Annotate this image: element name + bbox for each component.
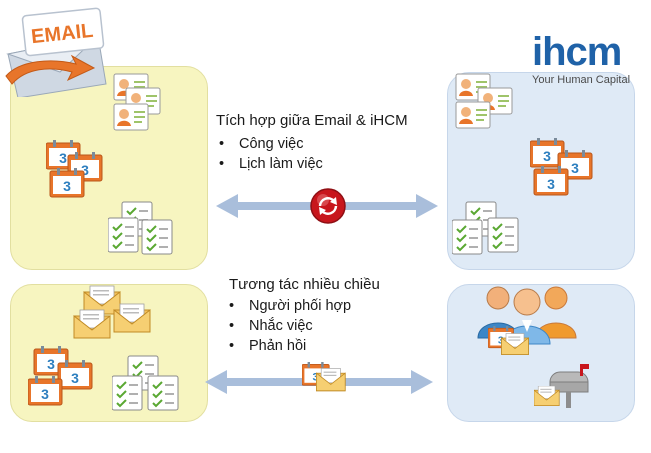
- checklist-stack-icon: [452, 201, 519, 255]
- list-item: Phản hồi: [229, 338, 351, 354]
- sync-section-list: Công việc Lịch làm việc: [219, 136, 323, 176]
- mailbox-icon: [549, 364, 589, 408]
- ihcm-logo-tagline: Your Human Capital: [532, 74, 631, 86]
- contact-cards-icon: [455, 73, 513, 129]
- email-logo: EMAIL: [5, 7, 107, 97]
- calendar-stack-icon: [28, 346, 93, 406]
- calendar-envelope-icon: [302, 362, 346, 392]
- contact-cards-icon: [113, 73, 161, 131]
- interaction-section-list: Người phối hợp Nhắc việc Phản hồi: [229, 298, 351, 358]
- list-item: Nhắc việc: [229, 318, 351, 334]
- ihcm-logo: ihcm Your Human Capital: [532, 32, 630, 86]
- interaction-section-title: Tương tác nhiều chiều: [229, 276, 380, 293]
- list-item: Người phối hợp: [229, 298, 351, 314]
- list-item: Lịch làm việc: [219, 156, 323, 172]
- sync-section-title: Tích hợp giữa Email & iHCM: [216, 112, 408, 129]
- ihcm-logo-word: ihcm: [532, 30, 622, 74]
- list-item: Công việc: [219, 136, 323, 152]
- envelope-stack-icon: [73, 285, 151, 339]
- calendar-stack-icon: [530, 138, 593, 196]
- checklist-stack-icon: [108, 201, 173, 255]
- sync-icon: [310, 188, 346, 224]
- envelope-icon: [534, 386, 560, 406]
- checklist-stack-icon: [112, 355, 179, 411]
- calendar-stack-icon: [46, 140, 103, 198]
- small-calendar-envelope-icon: [488, 326, 529, 355]
